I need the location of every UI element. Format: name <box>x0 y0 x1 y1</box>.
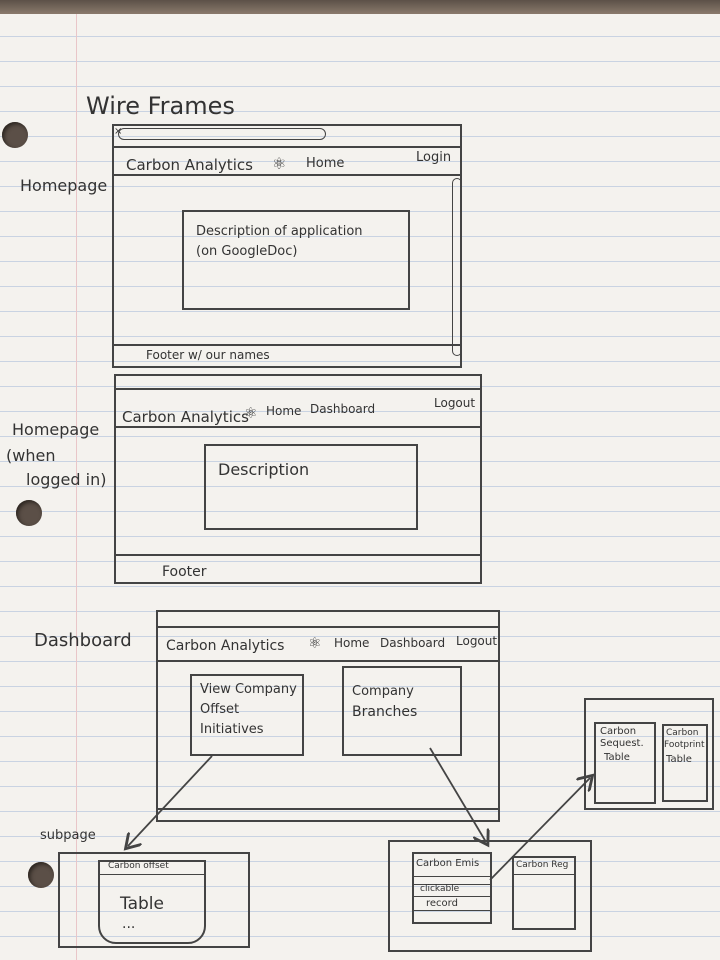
offset-table-box: Carbon offset Table ... <box>98 860 206 944</box>
row-divider <box>514 874 574 875</box>
table-header: Carbon Reg <box>516 860 569 870</box>
nav-login[interactable]: Login <box>416 150 452 165</box>
binder-hole <box>2 122 28 148</box>
arrow-record-to-tables <box>489 778 590 881</box>
header-divider-bottom <box>158 660 498 662</box>
countertop-edge <box>0 0 720 14</box>
binder-hole <box>16 500 42 526</box>
brand-name: Carbon Analytics <box>122 408 249 426</box>
react-logo-icon: ⚛ <box>272 154 287 173</box>
sequestration-footprint-frame: Carbon Sequest. Table Carbon Footprint T… <box>584 698 714 810</box>
table-label: Table <box>120 894 164 914</box>
branches-detail-frame: Carbon Emis clickable record Carbon Reg <box>388 840 592 952</box>
offset-initiatives-card[interactable]: View Company Offset Initiatives <box>190 674 304 756</box>
label-dashboard: Dashboard <box>34 630 132 651</box>
description-line-1: Description of application <box>196 224 363 239</box>
row-divider <box>414 910 490 911</box>
card-line: Company <box>352 684 414 699</box>
card-line: Branches <box>352 704 418 720</box>
footer-divider <box>116 554 480 556</box>
header-divider-bottom <box>114 174 460 176</box>
table-header-bar <box>100 862 204 875</box>
footer-divider <box>158 808 498 810</box>
homepage-frame: × Carbon Analytics ⚛ Home Login Descript… <box>112 124 462 368</box>
label-homepage-logged-in: Homepage <box>12 420 100 439</box>
label-logged-in: logged in) <box>26 470 107 489</box>
margin-line <box>76 0 77 960</box>
nav-home[interactable]: Home <box>266 404 302 418</box>
brand-name: Carbon Analytics <box>126 156 253 174</box>
company-branches-card[interactable]: Company Branches <box>342 666 462 756</box>
nav-logout[interactable]: Logout <box>456 634 498 648</box>
carbon-reg-table: Carbon Reg <box>512 856 576 930</box>
description-box: Description <box>204 444 418 530</box>
header-divider-top <box>114 146 460 148</box>
clickable-label: clickable <box>420 884 460 894</box>
label-homepage: Homepage <box>20 176 108 195</box>
browser-url-bar <box>118 128 326 140</box>
card-line: Offset <box>200 702 240 717</box>
table-header: Carbon Emis <box>416 858 480 869</box>
table-title: Carbon <box>666 728 699 738</box>
record-row[interactable]: record <box>426 898 458 909</box>
arrow-offset-to-subpage <box>128 755 213 846</box>
page-title: Wire Frames <box>86 92 235 120</box>
react-logo-icon: ⚛ <box>244 404 258 422</box>
header-divider-bottom <box>116 426 480 428</box>
card-line: Initiatives <box>200 722 264 737</box>
sequestration-table: Carbon Sequest. Table <box>594 722 656 804</box>
table-title: Carbon <box>600 726 637 737</box>
close-icon: × <box>114 126 123 137</box>
footprint-table: Carbon Footprint Table <box>662 724 708 802</box>
label-when: (when <box>6 446 56 465</box>
ellipsis: ... <box>122 916 136 932</box>
footer-text: Footer w/ our names <box>146 348 270 362</box>
nav-dashboard[interactable]: Dashboard <box>380 636 446 650</box>
row-divider <box>414 876 490 877</box>
description-line-2: (on GoogleDoc) <box>196 244 298 259</box>
label-subpage: subpage <box>40 828 96 843</box>
carbon-emissions-table: Carbon Emis clickable record <box>412 852 492 924</box>
dashboard-frame: Carbon Analytics ⚛ Home Dashboard Logout… <box>156 610 500 822</box>
table-title: Table <box>666 754 692 765</box>
header-divider-top <box>116 388 480 390</box>
nav-logout[interactable]: Logout <box>434 396 476 410</box>
nav-home[interactable]: Home <box>306 156 345 171</box>
footer-text: Footer <box>162 564 207 580</box>
nav-dashboard[interactable]: Dashboard <box>310 402 376 416</box>
card-line: View Company <box>200 682 297 697</box>
brand-name: Carbon Analytics <box>166 638 285 654</box>
table-title: Sequest. <box>600 738 644 749</box>
nav-home[interactable]: Home <box>334 636 370 650</box>
scrollbar[interactable] <box>452 178 462 356</box>
binder-hole <box>28 862 54 888</box>
row-divider <box>414 884 490 885</box>
description-box: Description of application (on GoogleDoc… <box>182 210 410 310</box>
footer-divider <box>114 344 460 346</box>
table-title: Table <box>604 752 630 763</box>
homepage-logged-in-frame: Carbon Analytics ⚛ Home Dashboard Logout… <box>114 374 482 584</box>
react-logo-icon: ⚛ <box>308 634 322 652</box>
arrow-branches-to-detail <box>429 747 486 842</box>
table-title: Footprint <box>664 740 705 750</box>
header-divider-top <box>158 626 498 628</box>
table-header: Carbon offset <box>108 861 169 871</box>
description-text: Description <box>218 460 310 479</box>
row-divider <box>414 896 490 897</box>
subpage-frame: Carbon offset Table ... <box>58 852 250 948</box>
